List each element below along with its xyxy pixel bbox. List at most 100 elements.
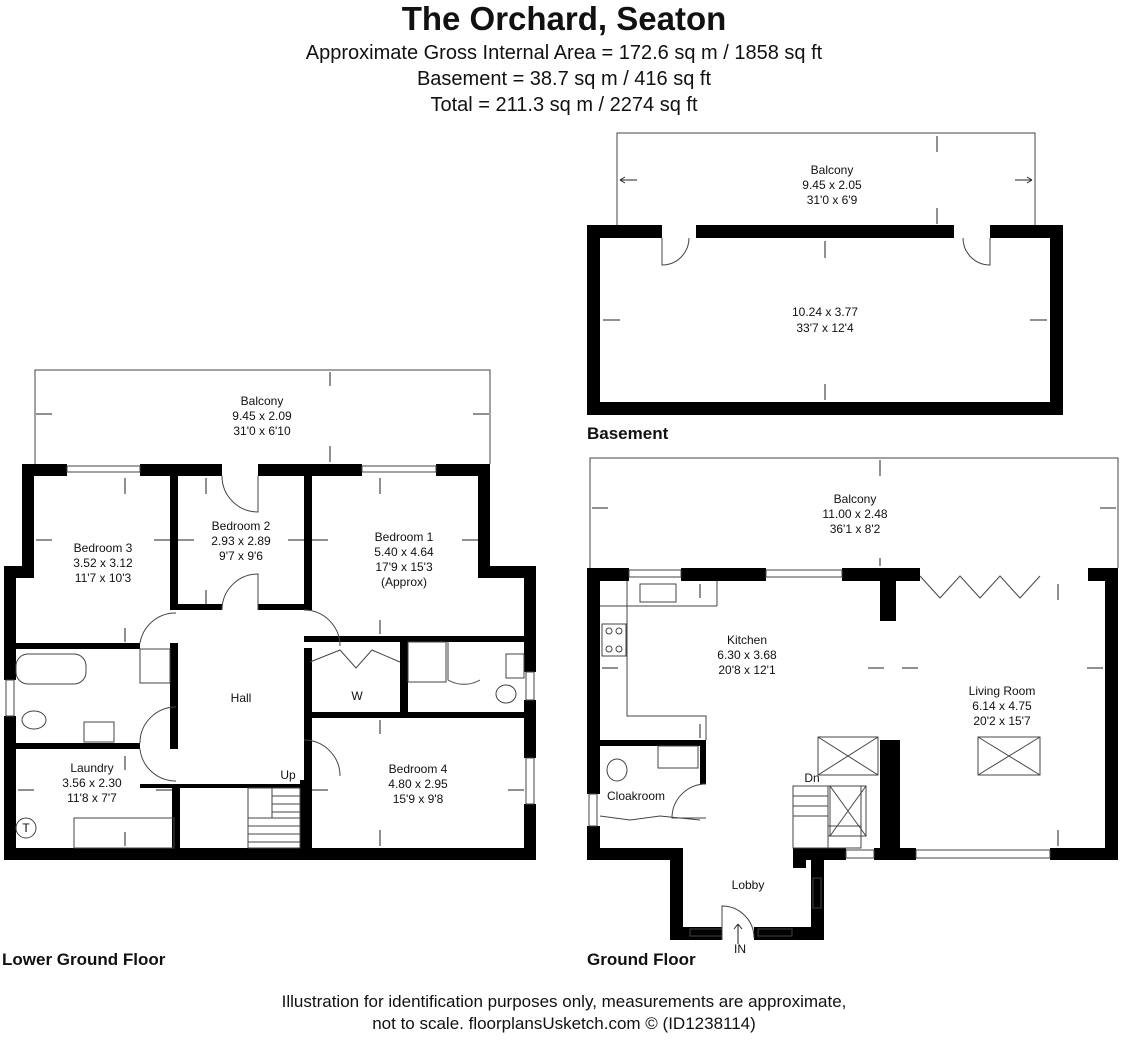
sink-icon <box>83 721 115 743</box>
bedroom3-metric: 3.52 x 3.12 <box>73 556 133 570</box>
basement-wall <box>1050 225 1063 415</box>
ground-floor-plan: Balcony 11.00 x 2.48 36'1 x 8'2 Kitchen … <box>587 457 1119 956</box>
door <box>139 612 177 644</box>
door <box>447 642 481 685</box>
lower-wall <box>400 636 408 716</box>
lower-wall <box>170 476 178 610</box>
tank-icon <box>15 817 37 839</box>
basement-door <box>962 237 991 266</box>
ground-wall <box>587 568 600 794</box>
bedroom1-metric: 5.40 x 4.64 <box>374 545 434 559</box>
door <box>721 905 755 940</box>
lower-wall <box>258 604 312 610</box>
bedroom1-name: Bedroom 1 <box>375 530 434 544</box>
kitchen-name: Kitchen <box>727 633 767 647</box>
basement-balcony-imperial: 31'0 x 6'9 <box>807 193 858 207</box>
basement-room-imperial: 33'7 x 12'4 <box>796 321 854 335</box>
lower-balcony-outline <box>34 369 491 464</box>
stairs-icon <box>247 787 301 849</box>
bath-icon <box>15 653 87 685</box>
laundry-name: Laundry <box>70 761 113 775</box>
window <box>5 679 15 717</box>
window <box>915 849 1051 859</box>
lower-wall <box>478 464 490 578</box>
lower-balcony-name: Balcony <box>241 394 284 408</box>
window <box>845 849 875 859</box>
shower-icon <box>139 648 171 684</box>
ground-wall <box>670 927 722 940</box>
toilet-icon <box>606 758 628 782</box>
lower-wall <box>16 743 140 749</box>
dimension-arrow <box>619 176 1033 184</box>
door <box>139 706 177 744</box>
ground-wall <box>842 568 920 581</box>
bedroom2-metric: 2.93 x 2.89 <box>211 534 271 548</box>
window <box>628 569 682 578</box>
lower-wall <box>4 848 536 860</box>
entrance-arrow-icon <box>733 923 743 944</box>
window <box>361 465 437 473</box>
disclaimer-line-2: not to scale. floorplansUsketch.com © (I… <box>372 1014 756 1033</box>
kitchen-metric: 6.30 x 3.68 <box>717 648 777 662</box>
lower-wall <box>4 716 16 860</box>
lower-wall <box>258 464 362 476</box>
dimension-arrow <box>18 372 524 846</box>
basement-label: Basement <box>587 424 669 443</box>
door <box>221 573 259 611</box>
kitchen-imperial: 20'8 x 12'1 <box>718 663 776 677</box>
window <box>812 877 822 909</box>
sink-icon <box>657 745 699 769</box>
ground-wall <box>793 848 846 860</box>
basement-area-text: Basement = 38.7 sq m / 416 sq ft <box>416 68 712 90</box>
basement-wall <box>696 225 954 238</box>
window <box>66 465 141 473</box>
stairs-icon <box>792 785 862 849</box>
door <box>303 609 341 647</box>
lower-wall <box>524 804 536 860</box>
ground-wall <box>670 848 683 940</box>
stairs-down-label: Dn <box>804 771 819 785</box>
kitchen-worktop <box>626 581 707 740</box>
door <box>303 739 341 777</box>
bifold-door <box>919 575 1041 599</box>
door <box>221 475 259 513</box>
basement-balcony-outline <box>616 132 1036 225</box>
window <box>525 757 535 805</box>
worktop <box>73 817 175 849</box>
sink-icon <box>505 653 525 679</box>
window <box>757 928 793 937</box>
shower-icon <box>407 641 447 683</box>
skylight-icon <box>817 736 879 776</box>
basement-wall <box>587 402 1063 415</box>
lower-wall <box>304 476 312 610</box>
bedroom4-imperial: 15'9 x 9'8 <box>393 792 444 806</box>
ground-balcony-outline <box>589 457 1119 568</box>
ground-floor-label: Ground Floor <box>587 950 696 969</box>
lower-wall <box>4 566 16 680</box>
lower-ground-floor-label: Lower Ground Floor <box>2 950 166 969</box>
basement-wall <box>587 225 600 415</box>
tank-label: T <box>22 821 30 835</box>
lower-wall <box>140 784 306 788</box>
skylight-icon <box>977 736 1041 776</box>
lower-wall <box>300 780 308 860</box>
basement-room-metric: 10.24 x 3.77 <box>792 305 858 319</box>
ground-wall <box>793 848 806 868</box>
wardrobe-label: W <box>351 689 363 703</box>
ground-wall <box>880 581 896 621</box>
window <box>765 569 843 578</box>
basement-wall <box>990 225 1063 238</box>
basement-wall <box>587 225 662 238</box>
ground-wall <box>600 740 706 746</box>
lower-ground-plan: T Balcony 9.45 x 2.09 31'0 x 6'10 Bedroo… <box>4 369 536 860</box>
bedroom1-note: (Approx) <box>381 575 427 589</box>
hall-name: Hall <box>231 691 252 705</box>
lower-wall <box>436 464 490 476</box>
plan-title: The Orchard, Seaton <box>401 0 727 37</box>
hob-icon <box>601 623 627 657</box>
ground-wall <box>700 740 706 784</box>
lobby-name: Lobby <box>732 878 765 892</box>
bedroom4-name: Bedroom 4 <box>389 762 448 776</box>
dimension-arrow <box>592 460 1116 846</box>
